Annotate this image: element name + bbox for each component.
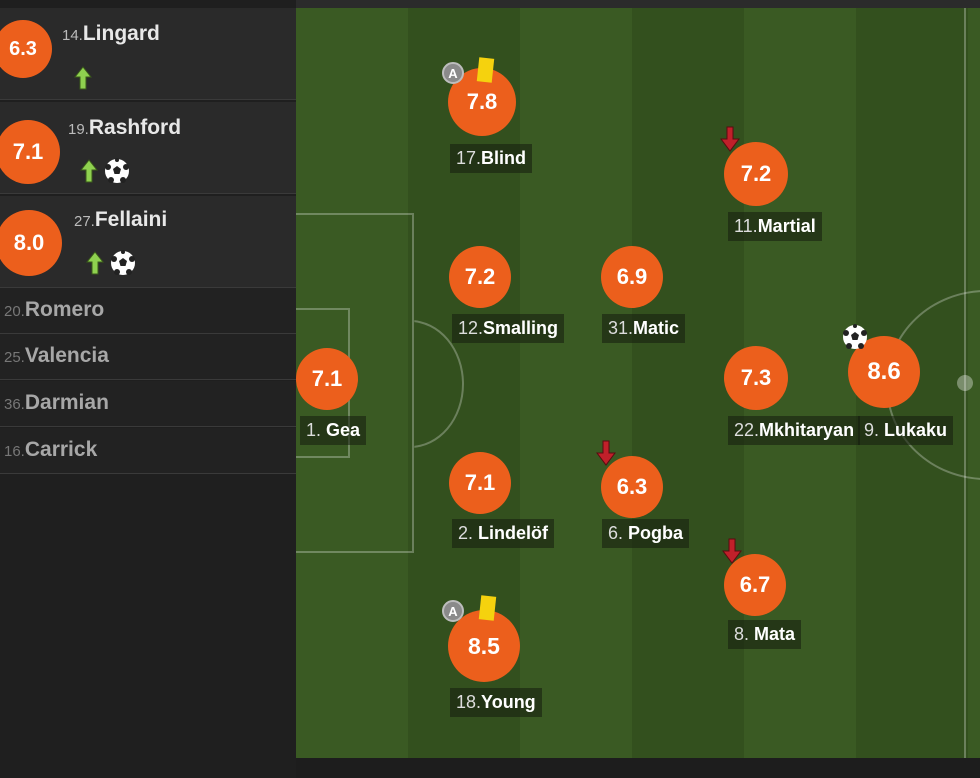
halfway-line — [964, 8, 966, 758]
pitch: 7.1 1. Gea 7.8 A 17.Blind 7.2 12.Smallin… — [296, 8, 980, 758]
substitutes-panel: 6.3 14.Lingard 7.1 19.Rashford 8.0 27.Fe… — [0, 0, 296, 778]
sub-out-icon — [596, 440, 616, 466]
rating-badge: 8.5 — [448, 610, 520, 682]
player-name: 14.Lingard — [62, 22, 160, 45]
rating-badge: 7.1 — [0, 120, 60, 184]
bench-row[interactable]: 36.Darmian — [0, 381, 296, 427]
rating-badge: 7.2 — [724, 142, 788, 206]
player-name: 31.Matic — [602, 314, 686, 343]
sub-out-icon — [720, 126, 740, 152]
goal-ball-icon — [843, 324, 867, 349]
rating-badge: 7.1 — [449, 452, 511, 514]
player-name: 16.Carrick — [4, 438, 98, 461]
bench-row[interactable]: 25.Valencia — [0, 334, 296, 380]
player-name: 2. Lindelöf — [452, 519, 555, 548]
player-name: 11.Martial — [728, 212, 822, 241]
sub-out-icon — [722, 538, 742, 564]
event-icons — [74, 66, 92, 90]
penalty-area — [296, 213, 414, 553]
rating-badge: 7.3 — [724, 346, 788, 410]
player-name: 27.Fellaini — [74, 208, 168, 231]
yellow-card-icon — [478, 595, 497, 621]
player-name: 8. Mata — [728, 620, 802, 649]
goal-ball-icon — [111, 250, 135, 275]
player-name: 19.Rashford — [68, 116, 182, 139]
rating-badge: 6.3 — [601, 456, 663, 518]
player-name: 25.Valencia — [4, 344, 109, 367]
top-bar — [296, 0, 980, 8]
player-name: 17.Blind — [450, 144, 533, 173]
rating-badge: 6.7 — [724, 554, 786, 616]
captain-icon: A — [442, 62, 464, 84]
event-icons — [86, 250, 136, 276]
rating-badge: 7.1 — [296, 348, 358, 410]
player-name: 12.Smalling — [452, 314, 565, 343]
sub-in-icon — [74, 66, 92, 90]
player-name: 36.Darmian — [4, 391, 109, 414]
rating-badge: 7.2 — [449, 246, 511, 308]
bench-row[interactable]: 16.Carrick — [0, 428, 296, 474]
goal-ball-icon — [105, 158, 129, 183]
substitute-row[interactable]: 8.0 27.Fellaini — [0, 196, 296, 288]
substitute-row[interactable]: 6.3 14.Lingard — [0, 8, 296, 100]
bench-row[interactable]: 20.Romero — [0, 288, 296, 334]
sub-in-icon — [80, 159, 98, 183]
player-name: 6. Pogba — [602, 519, 690, 548]
player-name: 22.Mkhitaryan — [728, 416, 861, 445]
player-name: 20.Romero — [4, 298, 105, 321]
yellow-card-icon — [476, 57, 495, 83]
rating-badge: 6.9 — [601, 246, 663, 308]
sub-in-icon — [86, 251, 104, 275]
event-icons — [80, 158, 130, 184]
captain-icon: A — [442, 600, 464, 622]
player-name: 18.Young — [450, 688, 542, 717]
substitute-row[interactable]: 7.1 19.Rashford — [0, 102, 296, 194]
center-spot — [957, 375, 973, 391]
player-name: 9. Lukaku — [858, 416, 954, 445]
rating-badge: 8.0 — [0, 210, 62, 276]
bottom-bar — [296, 758, 980, 778]
player-name: 1. Gea — [300, 416, 367, 445]
rating-badge: 6.3 — [0, 20, 52, 78]
